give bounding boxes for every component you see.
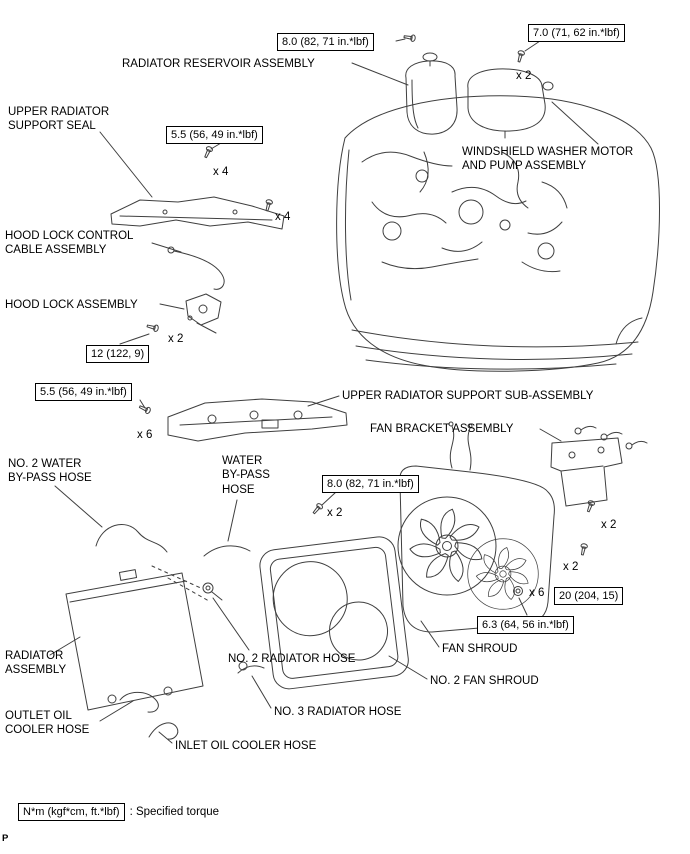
label-hood-lock-control-cable-assembly: HOOD LOCK CONTROL CABLE ASSEMBLY (5, 230, 134, 257)
label-fan-shroud: FAN SHROUD (442, 643, 518, 655)
bolt-icon (137, 403, 152, 415)
outlet-oil-cooler-hose-art (119, 691, 159, 713)
label-radiator-assembly: RADIATOR ASSEMBLY (5, 650, 67, 677)
engine-bay-art (336, 95, 660, 372)
fastener-count: x 6 (137, 429, 153, 441)
fastener-count: x 2 (516, 70, 532, 82)
bolt-icon (515, 49, 526, 64)
torque-spec-fan-shroud-bolt: 8.0 (82, 71 in.*lbf) (322, 475, 419, 494)
no2-water-bypass-hose-art (95, 524, 168, 553)
torque-spec-hood-lock-bolt: 12 (122, 9) (86, 345, 150, 364)
no2-radiator-hose-art (202, 582, 223, 601)
fastener-count: x 4 (275, 211, 291, 223)
fasteners (137, 32, 596, 596)
hood-lock-cable-art (167, 246, 225, 290)
torque-spec-reservoir-bolt: 8.0 (82, 71 in.*lbf) (277, 33, 374, 52)
nut-icon (513, 586, 523, 596)
fastener-count: x 4 (213, 166, 229, 178)
bolt-icon (584, 499, 596, 514)
label-fan-bracket-assembly: FAN BRACKET ASSEMBLY (370, 423, 514, 435)
bolt-icon (145, 322, 160, 333)
torque-legend: N*m (kgf*cm, ft.*lbf) : Specified torque (18, 803, 219, 821)
fan-shroud-art (397, 421, 555, 633)
leader-lines (49, 38, 599, 744)
label-radiator-reservoir-assembly: RADIATOR RESERVOIR ASSEMBLY (122, 58, 315, 70)
washer-tank-art (467, 68, 554, 139)
bolt-icon (202, 145, 214, 160)
label-outlet-oil-cooler-hose: OUTLET OIL COOLER HOSE (5, 710, 90, 737)
page-corner-mark: P (2, 833, 9, 844)
inlet-oil-cooler-hose-art (148, 722, 179, 740)
hood-lock-art (185, 293, 222, 334)
support-sub-assembly-art (167, 398, 348, 442)
label-inlet-oil-cooler-hose: INLET OIL COOLER HOSE (175, 740, 317, 752)
torque-spec-support-sub-assembly-bolt: 5.5 (56, 49 in.*lbf) (35, 383, 132, 402)
label-upper-radiator-support-sub-assembly: UPPER RADIATOR SUPPORT SUB-ASSEMBLY (342, 390, 594, 402)
label-upper-radiator-support-seal: UPPER RADIATOR SUPPORT SEAL (8, 106, 110, 133)
torque-spec-fan-bracket-nut: 20 (204, 15) (554, 587, 624, 606)
fastener-count: x 2 (327, 507, 343, 519)
label-hood-lock-assembly: HOOD LOCK ASSEMBLY (5, 299, 138, 311)
label-no2-fan-shroud: NO. 2 FAN SHROUD (430, 675, 539, 687)
label-no2-water-by-pass-hose: NO. 2 WATER BY-PASS HOSE (8, 458, 92, 485)
fastener-count: x 2 (601, 519, 617, 531)
no2-fan-shroud-art (259, 536, 409, 690)
bolt-icon (403, 32, 417, 43)
support-seal-art (110, 196, 285, 230)
bolt-icon (578, 542, 589, 556)
radiator-art (65, 569, 204, 711)
label-water-by-pass-hose: WATER BY-PASS HOSE (222, 455, 270, 496)
fastener-count: x 6 (529, 587, 545, 599)
torque-spec-washer-tank-bolt: 7.0 (71, 62 in.*lbf) (528, 24, 625, 43)
label-windshield-washer-motor-and-pump-assembly: WINDSHIELD WASHER MOTOR AND PUMP ASSEMBL… (462, 146, 634, 173)
radiator-reservoir-art (405, 52, 458, 135)
fastener-count: x 2 (563, 561, 579, 573)
label-no2-radiator-hose: NO. 2 RADIATOR HOSE (228, 653, 356, 665)
fan-bracket-art (550, 425, 648, 507)
torque-spec-support-seal-bolt: 5.5 (56, 49 in.*lbf) (166, 126, 263, 145)
bolt-icon (310, 501, 325, 516)
torque-spec-fan-bracket-screw: 6.3 (64, 56 in.*lbf) (477, 616, 574, 635)
water-bypass-hose-art (203, 545, 251, 557)
fastener-count: x 2 (168, 333, 184, 345)
label-no3-radiator-hose: NO. 3 RADIATOR HOSE (274, 706, 402, 718)
torque-legend-text: : Specified torque (129, 806, 220, 818)
no3-radiator-hose-art (237, 661, 265, 674)
torque-unit-box: N*m (kgf*cm, ft.*lbf) (18, 803, 125, 821)
